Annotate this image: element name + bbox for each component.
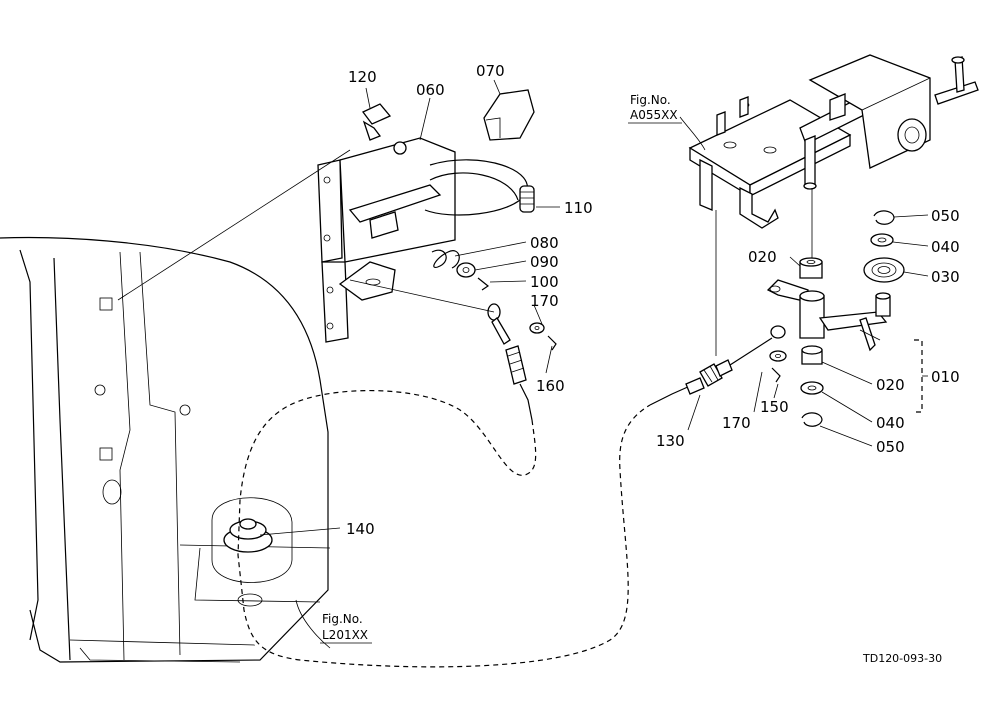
snap-ring-050-upper (873, 210, 895, 225)
label-170-left: 170 (530, 292, 559, 310)
washer-170-left (529, 322, 545, 334)
label-010: 010 (931, 368, 960, 386)
spring-080 (431, 249, 460, 269)
label-020-lower: 020 (876, 376, 905, 394)
label-050-lower: 050 (876, 438, 905, 456)
body-panel (0, 236, 331, 663)
bracket-010 (914, 339, 928, 413)
spring-110 (424, 159, 535, 216)
bearing-030 (863, 257, 905, 283)
pin-150 (771, 367, 781, 383)
label-140: 140 (346, 520, 375, 538)
collar-020-upper (799, 257, 823, 279)
snap-ring-050-lower (801, 412, 823, 427)
bolt-120 (362, 103, 392, 141)
grommet-140 (223, 518, 273, 553)
label-070: 070 (476, 62, 505, 80)
label-050-upper: 050 (931, 207, 960, 225)
drawing-code: TD120-093-30 (862, 652, 942, 665)
cable-end-left (487, 303, 533, 421)
label-040-upper: 040 (931, 238, 960, 256)
knob-070 (483, 89, 535, 141)
fig-ref-a055-fig: Fig.No. (630, 93, 671, 107)
fig-ref-a055-code: A055XX (630, 108, 678, 122)
washer-090 (456, 262, 476, 278)
washer-170-right (769, 350, 787, 362)
collar-020-lower (801, 345, 823, 365)
label-160: 160 (536, 377, 565, 395)
lever-010 (766, 279, 891, 352)
pin-100 (477, 277, 490, 291)
washer-040-upper (870, 233, 894, 247)
cable-130 (237, 325, 786, 668)
label-170-right: 170 (722, 414, 751, 432)
label-150: 150 (760, 398, 789, 416)
label-020-upper: 020 (748, 248, 777, 266)
upper-bracket (688, 54, 979, 229)
label-100: 100 (530, 273, 559, 291)
label-120: 120 (348, 68, 377, 86)
clip-160 (547, 335, 557, 351)
leader-lines (259, 79, 929, 649)
washer-040-lower (800, 381, 824, 395)
alignment-lines (117, 149, 813, 356)
fig-ref-l201-code: L201XX (322, 628, 368, 642)
label-080: 080 (530, 234, 559, 252)
label-030: 030 (931, 268, 960, 286)
label-130: 130 (656, 432, 685, 450)
label-110: 110 (564, 199, 593, 217)
label-060: 060 (416, 81, 445, 99)
label-040-lower: 040 (876, 414, 905, 432)
fig-ref-l201-fig: Fig.No. (322, 612, 363, 626)
bracket-060 (317, 137, 456, 343)
label-090: 090 (530, 253, 559, 271)
